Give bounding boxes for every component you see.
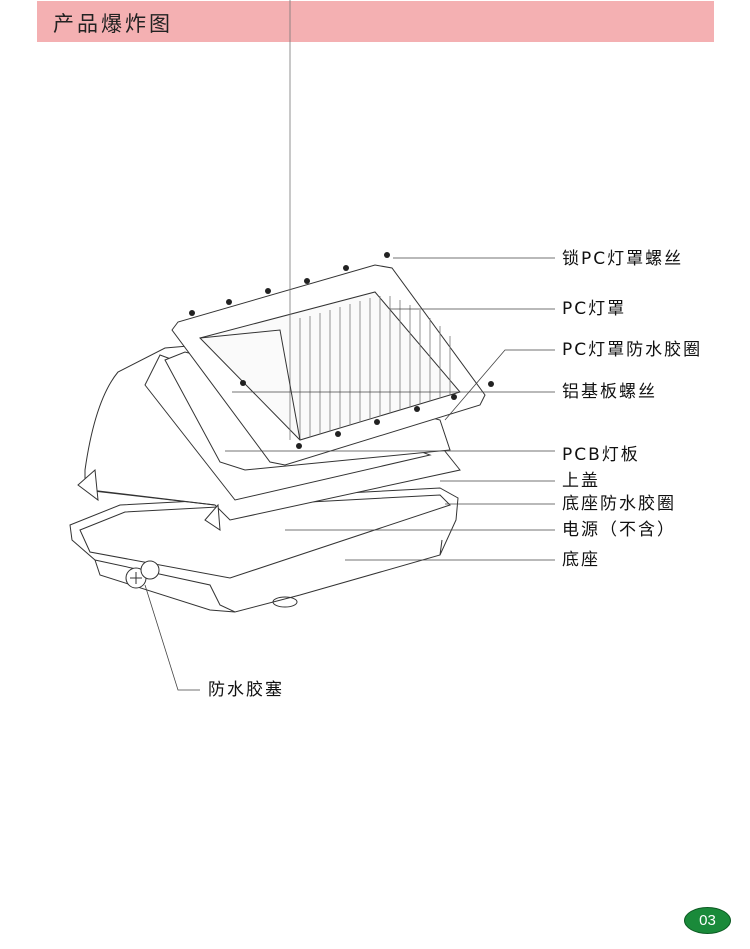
label-pc-cover: PC灯罩: [562, 299, 627, 319]
label-pc-cover-screws: 锁PC灯罩螺丝: [562, 249, 684, 269]
label-waterproof-plug: 防水胶塞: [208, 680, 284, 700]
label-top-cover: 上盖: [562, 471, 600, 491]
label-pc-cover-gasket: PC灯罩防水胶圈: [562, 340, 703, 360]
leader-lines: [144, 257, 555, 691]
section-header: 产品爆炸图: [37, 1, 714, 42]
label-aluminum-board-screws: 铝基板螺丝: [562, 382, 657, 402]
screws: [189, 252, 494, 449]
pc-cover: [171, 0, 486, 466]
label-base: 底座: [562, 550, 600, 570]
base-housing: [69, 487, 459, 613]
page-number-badge: 03: [684, 907, 731, 934]
label-pcb-board: PCB灯板: [562, 445, 640, 465]
waterproof-plug-shape: [125, 560, 160, 589]
label-power-supply: 电源（不含）: [562, 520, 676, 540]
section-title: 产品爆炸图: [53, 12, 173, 36]
label-base-gasket: 底座防水胶圈: [562, 494, 676, 514]
